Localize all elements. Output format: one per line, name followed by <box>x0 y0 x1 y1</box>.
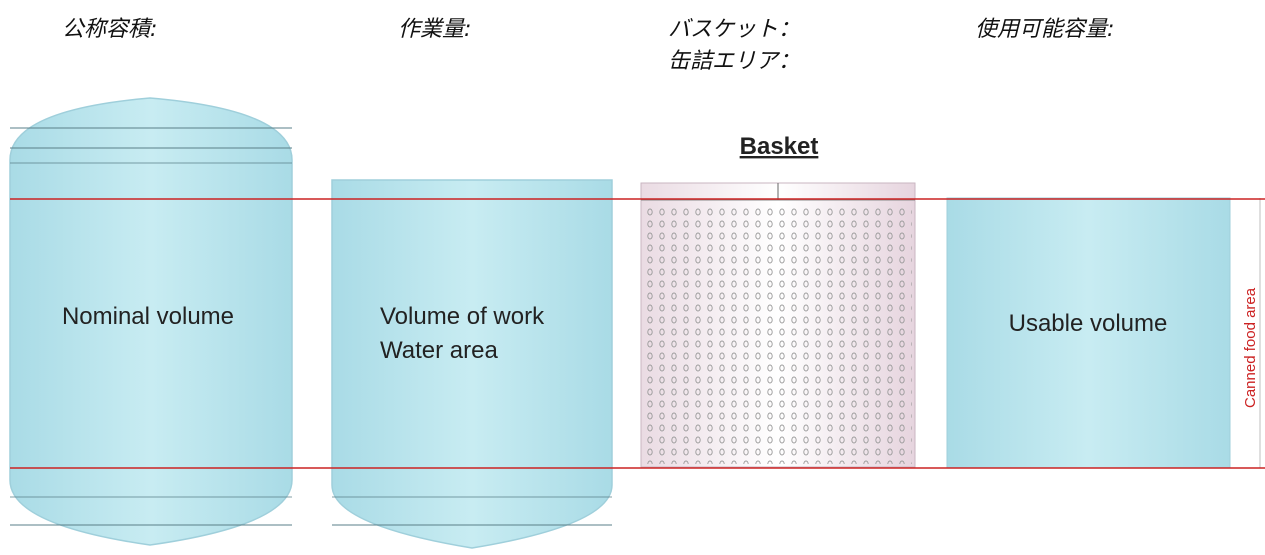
header-usable-volume: 使用可能容量: <box>975 17 1115 42</box>
water-area-label: Water area <box>380 337 498 364</box>
work-volume-label: Volume of work <box>380 303 545 330</box>
usable-volume-label: Usable volume <box>1009 310 1168 337</box>
basket-title: Basket <box>740 133 819 160</box>
header-volume-of-work: 作業量: <box>398 17 472 42</box>
header-nominal-volume: 公称容積: <box>62 17 158 42</box>
header-basket: バスケット： 缶詰エリア： <box>668 14 800 78</box>
canned-food-area-label: Canned food area <box>1242 287 1259 408</box>
work-vessel: Volume of work Water area <box>331 179 613 549</box>
basket: Basket <box>640 133 916 468</box>
header-basket-line1: バスケット： <box>668 17 801 42</box>
nominal-volume-label: Nominal volume <box>62 303 234 330</box>
usable-vessel: Usable volume Canned food area <box>946 197 1261 469</box>
header-canned-area-line2: 缶詰エリア： <box>668 49 801 74</box>
basket-perforation <box>644 206 912 464</box>
nominal-vessel: Nominal volume <box>9 97 293 546</box>
